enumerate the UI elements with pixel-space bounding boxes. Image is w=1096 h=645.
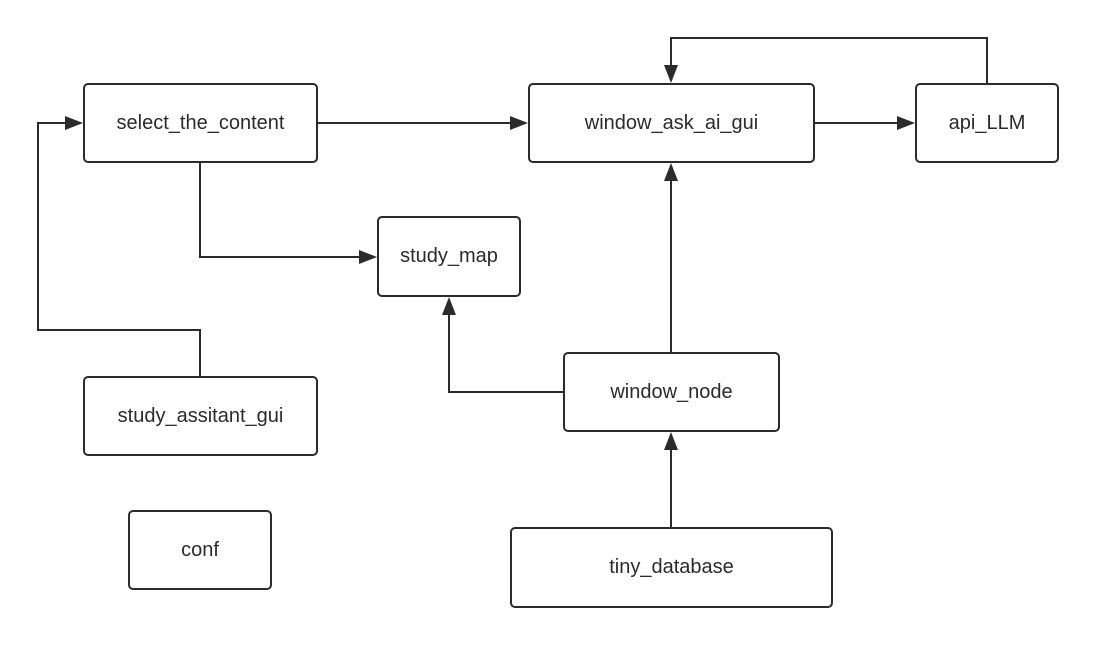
node-label: conf	[181, 538, 219, 561]
node-label: select_the_content	[116, 111, 285, 134]
node-label: window_ask_ai_gui	[584, 111, 759, 134]
node-label: study_map	[400, 245, 498, 267]
edge-api-llm-to-window-ask-ai	[664, 37, 988, 83]
node-tiny-database[interactable]: tiny_database	[510, 527, 833, 608]
node-conf[interactable]: conf	[128, 510, 272, 590]
edge-study-assistant-to-select	[37, 116, 201, 376]
node-label: study_assitant_gui	[117, 404, 284, 427]
edge-window-ask-ai-to-api-llm	[815, 116, 915, 130]
edge-tiny-database-to-window-node	[664, 432, 678, 527]
node-select-the-content[interactable]: select_the_content	[83, 83, 318, 163]
node-api-llm[interactable]: api_LLM	[915, 83, 1059, 163]
edge-window-node-to-study-map	[442, 297, 563, 393]
node-label: window_node	[610, 380, 733, 403]
node-window-node[interactable]: window_node	[563, 352, 780, 432]
node-label: api_LLM	[948, 111, 1026, 134]
node-study-map[interactable]: study_map	[377, 216, 521, 297]
node-study-assitant-gui[interactable]: study_assitant_gui	[83, 376, 318, 456]
edge-window-node-to-window-ask-ai	[664, 163, 678, 352]
node-window-ask-ai-gui[interactable]: window_ask_ai_gui	[528, 83, 815, 163]
edge-select-to-study-map	[199, 163, 377, 264]
edge-select-to-window-ask-ai	[318, 116, 528, 130]
node-label: tiny_database	[609, 556, 734, 578]
